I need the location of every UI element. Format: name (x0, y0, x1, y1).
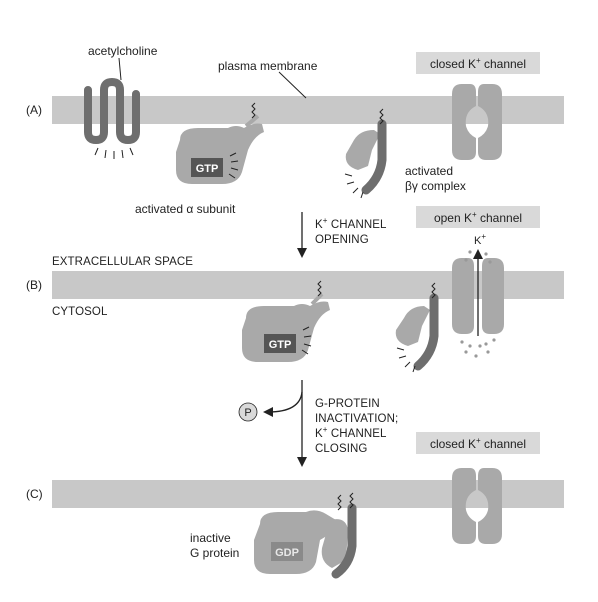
opening-label-2: OPENING (315, 234, 369, 246)
gdp-badge-c (271, 542, 303, 561)
acetylcholine-label: acetylcholine (88, 44, 158, 58)
channel-box-label-b: open K+ channel (434, 210, 522, 225)
beta-gamma-activation-marks-a (344, 173, 364, 199)
open-k-channel-b (452, 258, 504, 334)
k-ion-dots-inside (460, 338, 496, 358)
gtp-text-b: GTP (269, 339, 292, 351)
phosphate-circle (238, 402, 258, 422)
acetylcholine-receptor (84, 78, 140, 144)
gtp-badge-a (191, 158, 223, 177)
gtp-badge-b (264, 334, 296, 353)
panel-label-c: (C) (26, 487, 43, 501)
k-ion-label: K+ (474, 232, 486, 247)
panel-b: (B) EXTRACELLULAR SPACE CYTOSOL GTP (26, 206, 564, 373)
phosphate-label: P (244, 407, 251, 419)
panel-label-b: (B) (26, 278, 42, 292)
cytosol-label: CYTOSOL (52, 306, 108, 318)
panel-label-a: (A) (26, 103, 42, 117)
closed-k-channel-c (452, 468, 502, 544)
inactivation-label-3: K+ CHANNEL (315, 425, 387, 440)
plasma-membrane-label: plasma membrane (218, 59, 318, 73)
channel-box-a (416, 52, 540, 74)
receptor-activation-marks (94, 147, 134, 159)
alpha-activation-marks-a (228, 152, 239, 179)
gdp-text-c: GDP (275, 547, 299, 559)
activated-beta-gamma-a (345, 108, 387, 195)
channel-box-b (416, 206, 540, 228)
acetylcholine-leader (118, 57, 122, 81)
channel-box-c (416, 432, 540, 454)
step-inactivation: P G-PROTEIN INACTIVATION; K+ CHANNEL CLO… (238, 380, 398, 467)
beta-gamma-activation-marks-b (396, 347, 416, 373)
panel-a: (A) acetylcholine plasma membrane GTP (26, 44, 564, 216)
extracellular-label: EXTRACELLULAR SPACE (52, 256, 193, 268)
step-opening: K+ CHANNEL OPENING (297, 212, 387, 258)
opening-label-1: K+ CHANNEL (315, 216, 387, 231)
activated-by-label-1: activated (405, 164, 453, 178)
k-ion-dots-outside (464, 250, 492, 264)
inactivation-label-1: G-PROTEIN (315, 398, 380, 410)
plasma-membrane-leader (278, 71, 307, 99)
inactivation-label-2: INACTIVATION; (315, 413, 398, 425)
panel-c: (C) GDP inactive G protein closed K+ cha… (26, 432, 564, 579)
closed-k-channel-a (452, 84, 502, 160)
inactivation-label-4: CLOSING (315, 443, 367, 455)
inactive-g-protein-label-2: G protein (190, 546, 239, 560)
gtp-text-a: GTP (196, 163, 219, 175)
channel-box-label-a: closed K+ channel (430, 56, 526, 71)
inactive-g-protein-label-1: inactive (190, 531, 231, 545)
phosphate-release-arrow (263, 391, 303, 417)
alpha-activation-marks-b (301, 326, 312, 355)
activated-alpha-label: activated α subunit (135, 202, 236, 216)
activated-by-label-2: βγ complex (405, 179, 466, 193)
channel-box-label-c: closed K+ channel (430, 436, 526, 451)
activated-beta-gamma-b (395, 282, 439, 371)
plasma-membrane-b (52, 271, 564, 299)
